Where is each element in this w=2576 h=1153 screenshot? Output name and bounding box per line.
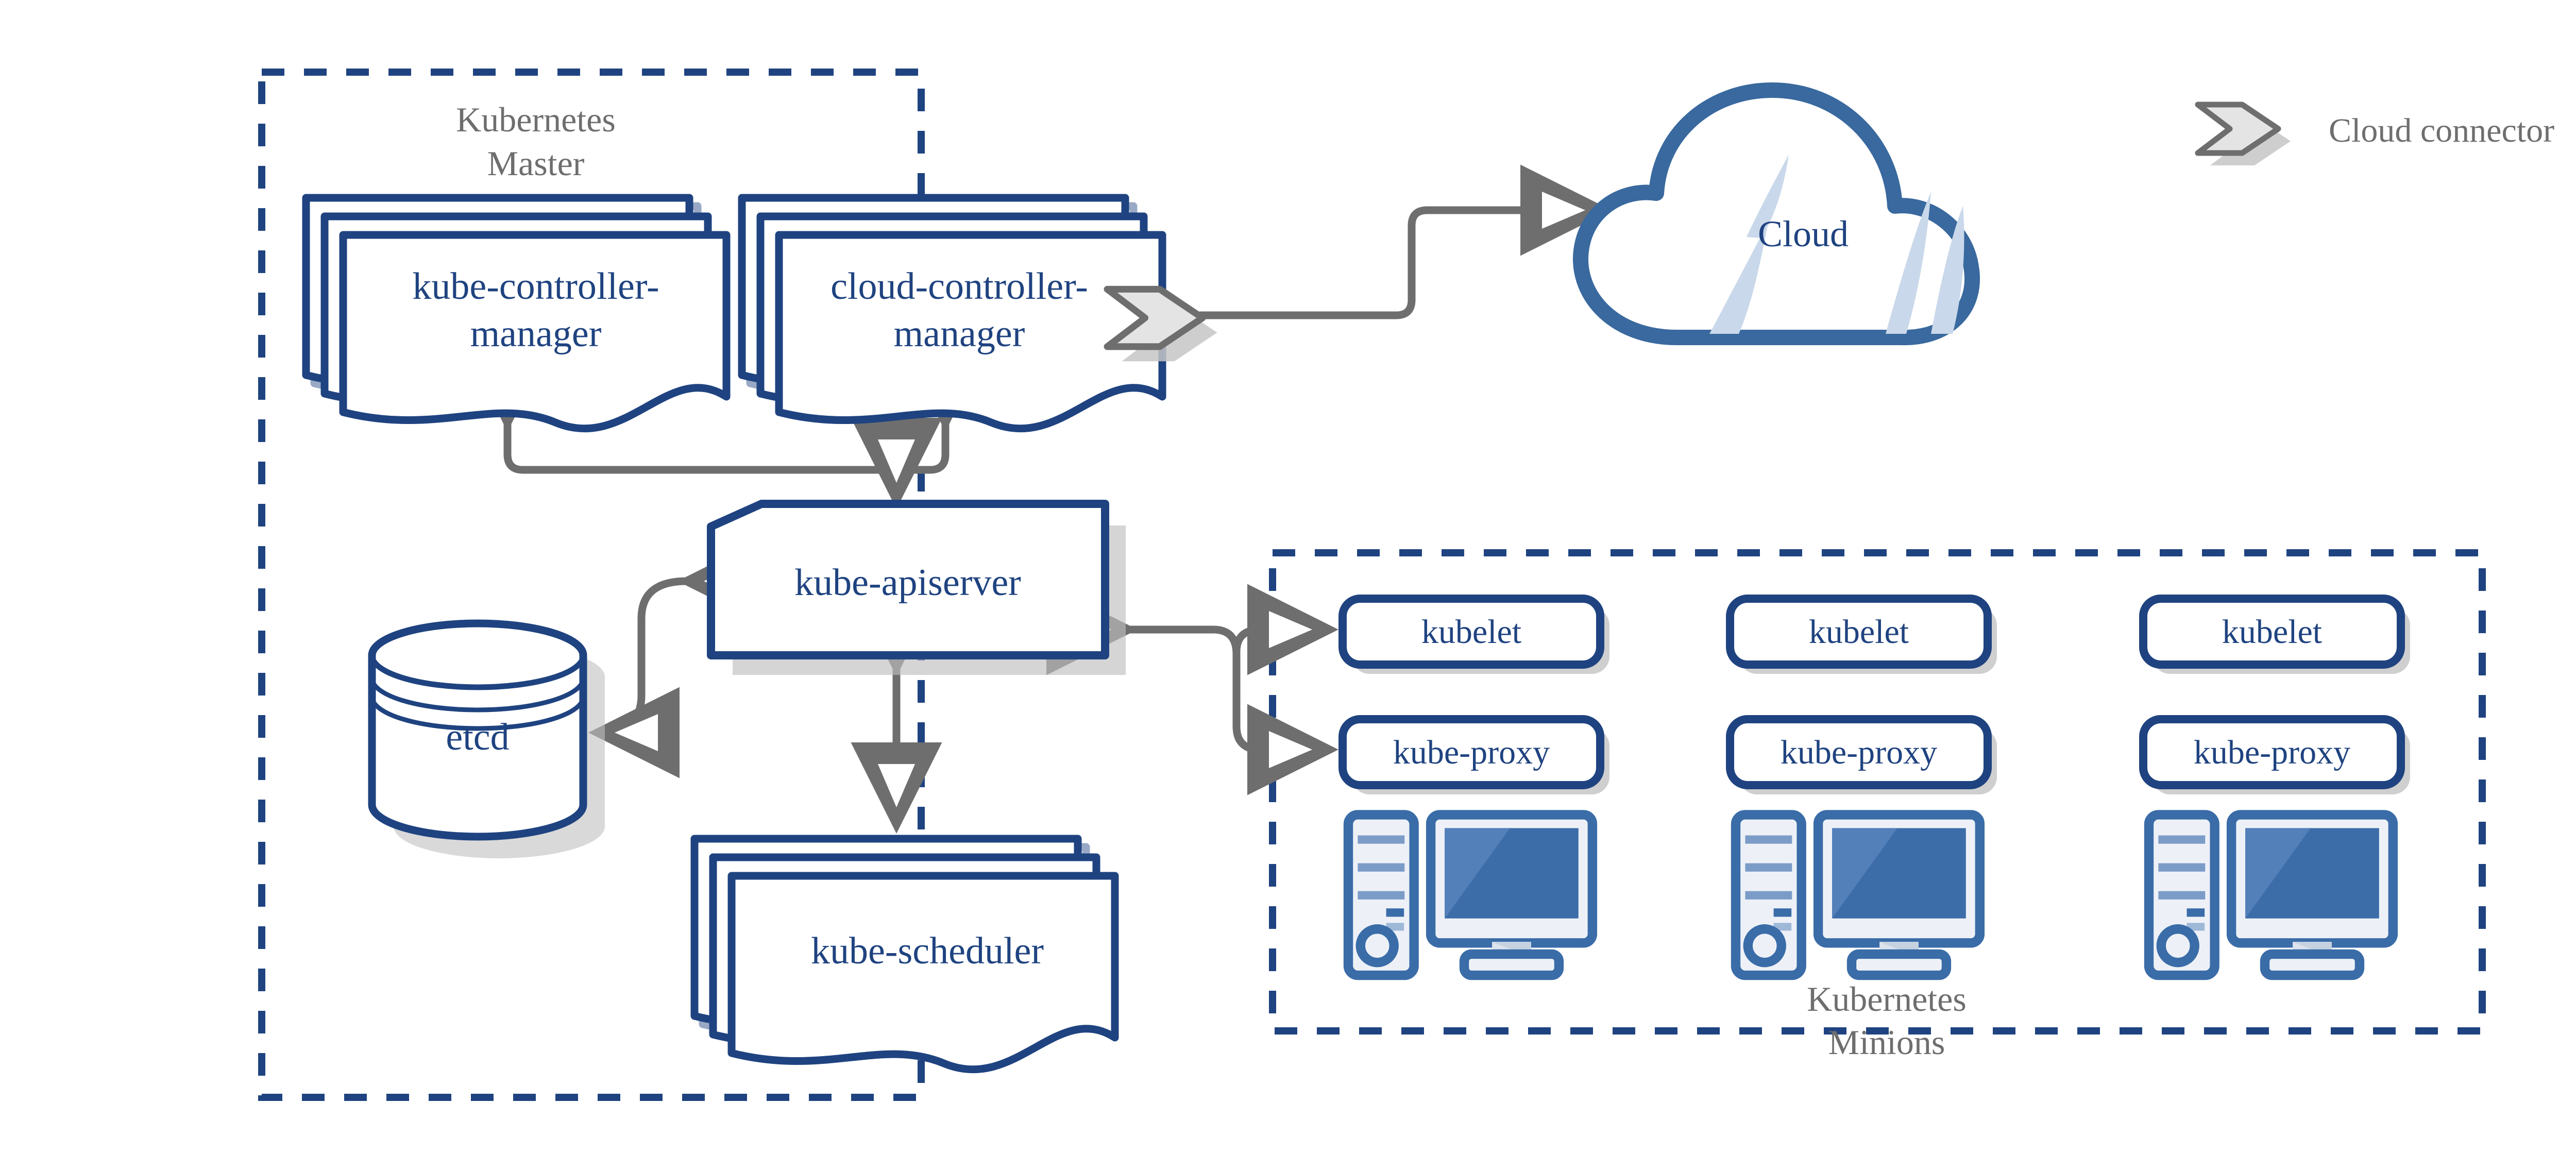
cloud-accent-1 — [1709, 223, 1768, 334]
etcd-label: etcd — [446, 716, 509, 758]
kube-proxy-body-2 — [1726, 715, 1992, 789]
kubelet-label-3: kubelet — [2222, 613, 2322, 651]
master-label-line1: Kubernetes — [456, 100, 616, 139]
cloud-body — [1573, 82, 1980, 346]
kubelet-body-2 — [1726, 595, 1992, 669]
minion-3-kubelet[interactable]: kubelet — [2139, 595, 2410, 674]
connector-apiserver-to-etcd — [588, 535, 769, 778]
kubelet-body-3 — [2139, 595, 2405, 669]
etcd-ridge-2 — [369, 696, 586, 731]
minions-label-line2: Minions — [1828, 1023, 1945, 1062]
etcd-top-ellipse — [369, 655, 586, 690]
kubelet-label-2: kubelet — [1809, 613, 1909, 651]
node-cloud[interactable]: Cloud — [1573, 82, 1980, 346]
cloud-accent-3 — [1931, 206, 1964, 334]
kube-proxy-label-3: kube-proxy — [2194, 734, 2350, 771]
ccm-label-line1: cloud-controller- — [831, 265, 1088, 308]
connector-ccm-to-cloud — [1196, 164, 1612, 319]
minion-2: kubelet kube-proxy — [1480, 595, 1997, 975]
kube-proxy-body-3 — [2139, 715, 2405, 789]
node-cloud-controller-manager[interactable]: cloud-controller- manager — [742, 198, 1162, 429]
cloud-accent-4 — [1886, 192, 1931, 334]
node-kube-controller-manager[interactable]: kube-controller- manager — [306, 198, 726, 429]
connector-apiserver-to-kube-proxy — [1046, 584, 1339, 795]
legend-cloud-connector: Cloud connector — [2198, 105, 2554, 165]
minion-1: kubelet kube-proxy — [1338, 595, 1609, 975]
etcd-ridge-1 — [369, 677, 586, 713]
kubelet-label-1: kubelet — [1421, 613, 1521, 651]
node-etcd[interactable]: etcd — [368, 619, 605, 858]
minions-label-line1: Kubernetes — [1807, 979, 1967, 1019]
minion-2-kube-proxy[interactable]: kube-proxy — [1726, 715, 1997, 794]
minion-2-kubelet[interactable]: kubelet — [1480, 595, 1997, 674]
node-kube-scheduler[interactable]: kube-scheduler — [694, 839, 1115, 1070]
scheduler-label: kube-scheduler — [811, 930, 1044, 972]
kube-proxy-body-1 — [1338, 715, 1604, 789]
kubelet-body-1 — [1338, 595, 1604, 669]
minion-3-kube-proxy[interactable]: kube-proxy — [2139, 715, 2410, 794]
desktop-computer-icon-1 — [1348, 815, 1592, 975]
minion-3: kubelet kube-proxy — [2139, 595, 2410, 975]
apiserver-label: kube-apiserver — [794, 562, 1021, 604]
node-kube-apiserver[interactable]: kube-apiserver — [707, 500, 1126, 675]
cloud-label: Cloud — [1758, 213, 1849, 255]
desktop-computer-icon-3 — [2149, 815, 2393, 975]
apiserver-body — [707, 500, 1109, 659]
cloud-accent-2 — [1747, 155, 1789, 238]
minion-1-kube-proxy[interactable]: kube-proxy — [1338, 715, 1609, 794]
kcm-label-line2: manager — [470, 313, 602, 355]
ccm-label-line2: manager — [894, 313, 1025, 355]
kcm-label-line1: kube-controller- — [412, 265, 659, 308]
connector-layer — [462, 164, 1612, 834]
group-kubernetes-master: Kubernetes Master — [258, 69, 925, 1101]
kube-proxy-label-1: kube-proxy — [1393, 734, 1550, 771]
master-label-line2: Master — [487, 144, 585, 183]
kube-proxy-label-2: kube-proxy — [1781, 734, 1937, 771]
minion-1-kubelet[interactable]: kubelet — [1338, 595, 1609, 674]
desktop-computer-icon-2 — [1736, 815, 1980, 975]
connector-kcm-to-apiserver — [462, 341, 898, 474]
legend-label-cloud-connector: Cloud connector — [2329, 112, 2554, 149]
connector-apiserver-to-kubelet — [1232, 584, 1339, 675]
